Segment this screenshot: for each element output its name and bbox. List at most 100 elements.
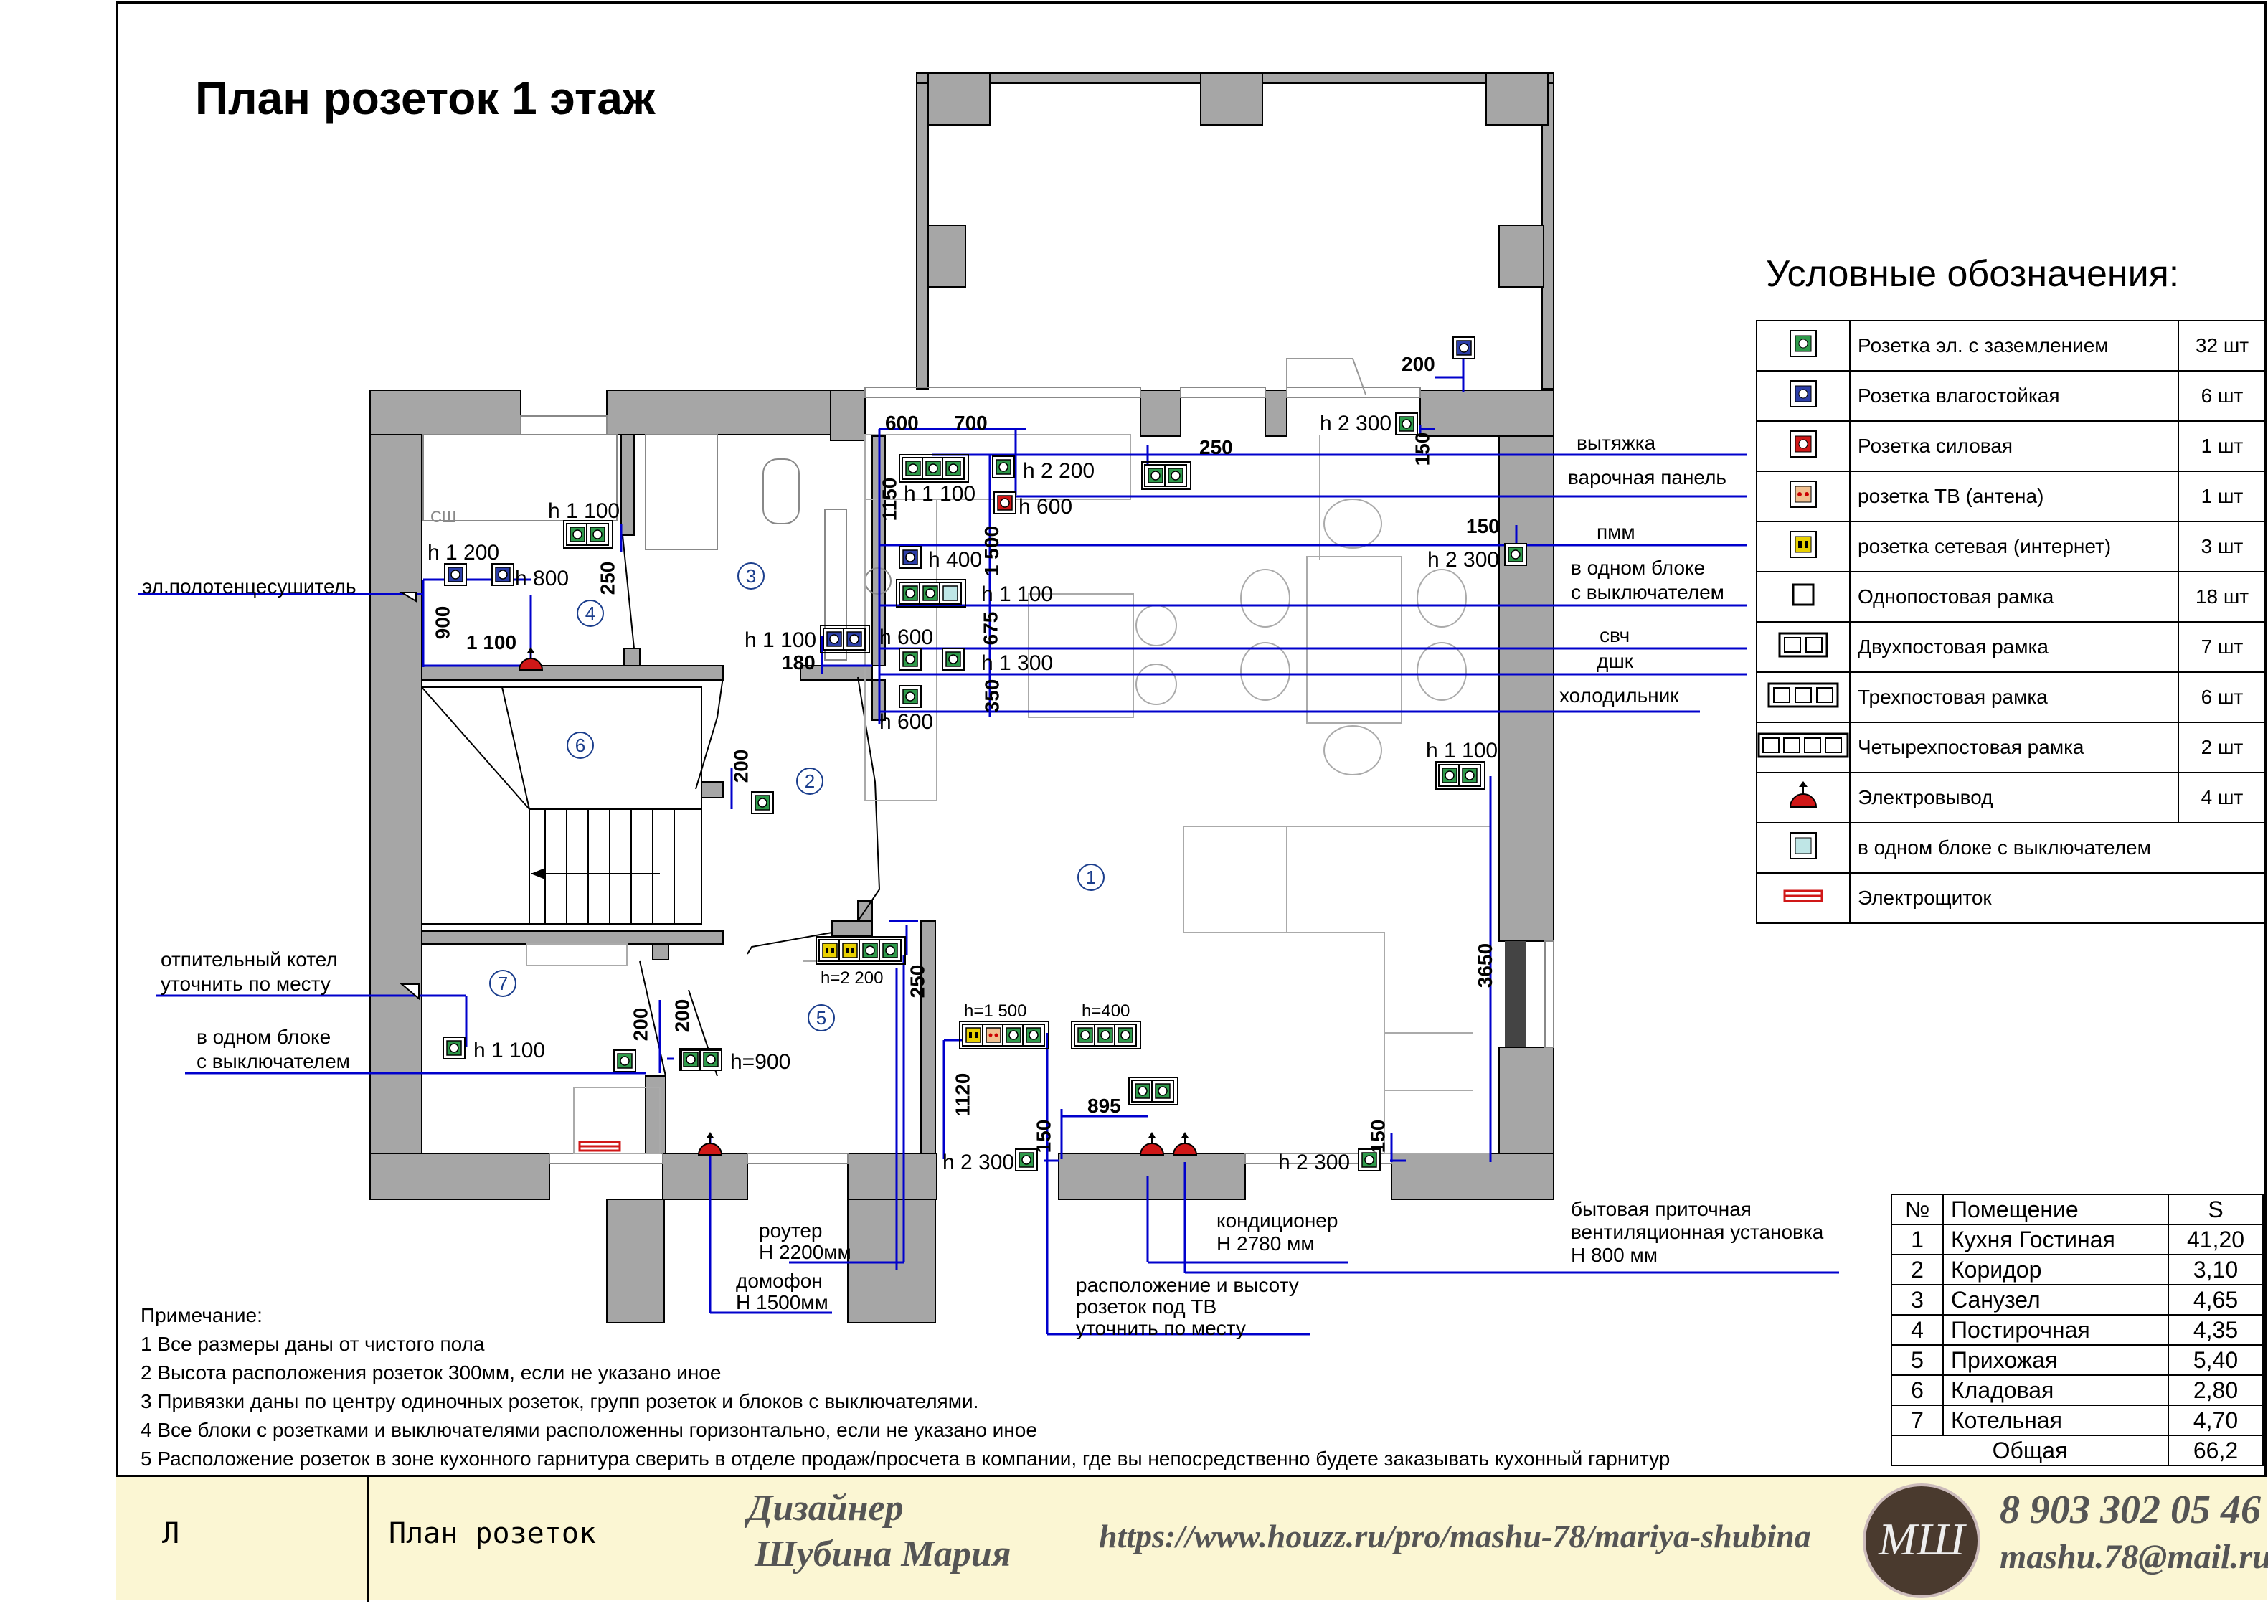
table-cell: 2 <box>1891 1254 1944 1285</box>
table-cell: Кухня Гостиная <box>1942 1224 2169 1255</box>
height-600-hob: h 600 <box>1019 495 1073 519</box>
label-ac-2: Н 2780 мм <box>1216 1232 1315 1255</box>
table-cell: 3 <box>1891 1284 1944 1316</box>
height-1100-laundry: h 1 100 <box>548 499 620 523</box>
dim-150-right: 150 <box>1366 1119 1389 1153</box>
label-router-1: роутер <box>759 1219 823 1242</box>
label-ventilation-3: Н 800 мм <box>1571 1244 1658 1266</box>
height-1300: h 1 300 <box>981 651 1054 675</box>
total-label: Общая <box>1891 1435 2169 1466</box>
label-router-2: Н 2200мм <box>759 1241 851 1263</box>
dim-200-corridor: 200 <box>729 749 752 783</box>
table-cell: 4,65 <box>2168 1284 2264 1316</box>
legend-count: 4 шт <box>2178 772 2267 823</box>
legend-label: Двухпостовая рамка <box>1849 621 2179 673</box>
legend-count: 32 шт <box>2178 320 2267 372</box>
sheet-name: План розеток <box>389 1517 596 1550</box>
dim-200-terrace: 200 <box>1402 353 1435 375</box>
height-2300-left: h 2 300 <box>942 1151 1015 1174</box>
height-2200: h 2 200 <box>1023 459 1095 483</box>
table-cell: 41,20 <box>2168 1224 2264 1255</box>
height-400: h 400 <box>928 548 983 572</box>
label-ac-1: кондиционер <box>1216 1209 1338 1232</box>
dim-675: 675 <box>979 611 1002 646</box>
legend-row: розетка сетевая (интернет)3 шт <box>1756 521 2267 572</box>
dim-150-terrace: 150 <box>1411 432 1434 466</box>
room-number-2: 2 <box>796 768 823 795</box>
room-number-1: 1 <box>1077 864 1105 891</box>
label-tv-3: уточнить по месту <box>1076 1317 1246 1339</box>
legend-label: в одном блоке с выключателем <box>1849 822 2267 874</box>
svg-text:MШ: MШ <box>1878 1514 1967 1564</box>
label-dishwasher: пмм <box>1597 521 1635 543</box>
label-intercom-2: Н 1500мм <box>736 1291 828 1313</box>
portfolio-link[interactable]: https://www.houzz.ru/pro/mashu-78/mariya… <box>1099 1518 1811 1554</box>
label-switch-block-a1: в одном блоке <box>1571 557 1706 579</box>
label-ventilation-1: бытовая приточная <box>1571 1198 1752 1220</box>
dim-895: 895 <box>1087 1095 1121 1117</box>
label-hood: вытяжка <box>1577 432 1656 454</box>
label-hob: варочная панель <box>1568 466 1726 488</box>
legend-count: 3 шт <box>2178 521 2267 572</box>
label-microwave: свч <box>1600 624 1630 646</box>
height-2300-right: h 2 300 <box>1278 1151 1351 1174</box>
rooms-header-cell: № <box>1891 1194 1944 1225</box>
socket-waterproof-icon <box>1756 370 1851 422</box>
table-cell: 6 <box>1891 1374 1944 1406</box>
table-cell: Коридор <box>1942 1254 2169 1285</box>
dim-200-hall: 200 <box>671 999 694 1033</box>
note-item: 4 Все блоки с розетками и выключателями … <box>141 1419 1037 1441</box>
table-cell: Постирочная <box>1942 1314 2169 1346</box>
page-title: План розеток 1 этаж <box>195 72 656 124</box>
height-terrace: h 2 300 <box>1320 412 1392 435</box>
phone: 8 903 302 05 46 <box>2000 1488 2261 1532</box>
height-1100-boiler: h 1 100 <box>473 1039 546 1062</box>
room-number-6: 6 <box>567 732 594 759</box>
notes: Примечание:1 Все размеры даны от чистого… <box>141 1301 1670 1473</box>
note-item: 2 Высота расположения розеток 300мм, есл… <box>141 1361 722 1384</box>
table-cell: Прихожая <box>1942 1344 2169 1376</box>
table-cell: 4,35 <box>2168 1314 2264 1346</box>
legend-row: Электрощиток <box>1756 872 2267 924</box>
height-800: h 800 <box>515 567 570 590</box>
legend-label: розетка сетевая (интернет) <box>1849 521 2179 572</box>
dim-250-hall: 250 <box>906 964 929 999</box>
height-1100-block: h 1 100 <box>981 582 1054 606</box>
legend-count: 2 шт <box>2178 722 2267 773</box>
legend-label: розетка ТВ (антена) <box>1849 471 2179 522</box>
note-item: 5 Расположение розеток в зоне кухонного … <box>141 1448 1671 1470</box>
height-400-tv: h=400 <box>1082 1001 1130 1021</box>
dim-600: 600 <box>885 412 919 434</box>
label-tv-1: расположение и высоту <box>1076 1274 1299 1296</box>
total-value: 66,2 <box>2168 1435 2264 1466</box>
designer-line-2: Шубина Мария <box>755 1534 1011 1575</box>
table-cell: 5,40 <box>2168 1344 2264 1376</box>
dim-150-pmm: 150 <box>1466 515 1500 537</box>
title-block: Л План розеток Дизайнер Шубина Мария htt… <box>116 1475 2268 1602</box>
height-2200-hall: h=2 200 <box>821 968 884 988</box>
dim-1120: 1120 <box>951 1072 974 1117</box>
height-900: h=900 <box>730 1050 791 1074</box>
email[interactable]: mashu.78@mail.ru <box>2000 1538 2268 1576</box>
table-cell: 5 <box>1891 1344 1944 1376</box>
table-cell: 3,10 <box>2168 1254 2264 1285</box>
legend-count: 1 шт <box>2178 420 2267 472</box>
label-boiler-1: отпительный котел <box>161 948 338 971</box>
dim-200-boiler: 200 <box>629 1007 652 1042</box>
socket-network-icon <box>1756 521 1851 572</box>
height-600-svch: h 600 <box>879 625 934 649</box>
legend-label: Электровывод <box>1849 772 2179 823</box>
rooms-header-cell: S <box>2168 1194 2264 1225</box>
